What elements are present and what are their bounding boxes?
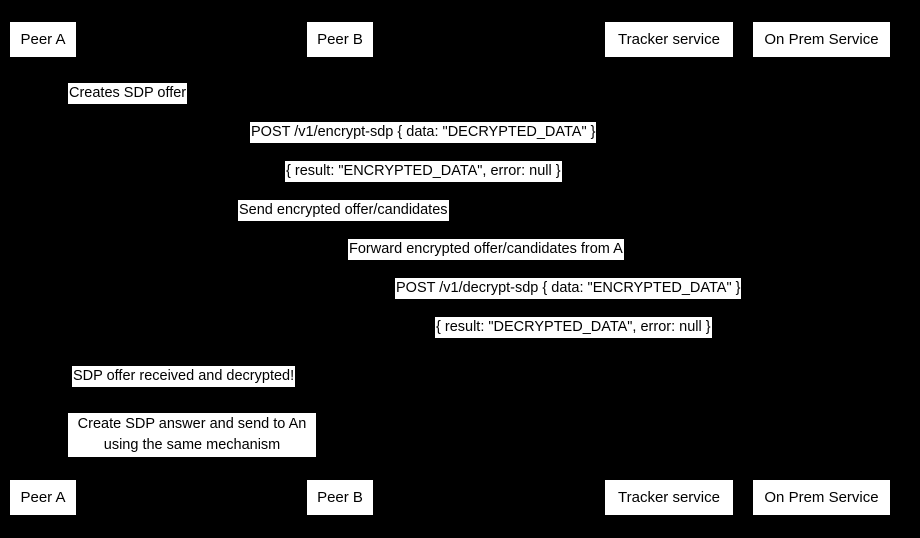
message-label-create-sdp-answer: Create SDP answer and send to An using t… — [68, 413, 316, 457]
message-label-post-decrypt-sdp: POST /v1/decrypt-sdp { data: "ENCRYPTED_… — [395, 278, 742, 299]
arrow-forward-encrypted-offer — [340, 261, 669, 262]
message-label-forward-encrypted-offer: Forward encrypted offer/candidates from … — [348, 239, 624, 260]
participant-label: Tracker service — [618, 31, 720, 48]
arrow-create-sdp-answer — [43, 457, 340, 458]
participant-header-top-peer-b[interactable]: Peer B — [307, 22, 373, 57]
participant-header-top-peer-a[interactable]: Peer A — [10, 22, 76, 57]
lifeline-peer-a — [43, 57, 44, 58]
arrow-creates-sdp-offer — [43, 104, 103, 105]
lifeline-on-prem-service — [821, 57, 822, 58]
participant-header-top-on-prem-service[interactable]: On Prem Service — [753, 22, 890, 57]
participant-label: Tracker service — [618, 489, 720, 506]
lifeline-tracker-service — [669, 57, 670, 58]
participant-label: Peer A — [20, 489, 66, 506]
participant-label: Peer A — [20, 31, 66, 48]
participant-label: Peer B — [317, 489, 363, 506]
message-label-create-sdp-answer-line-2: using the same mechanism — [103, 437, 281, 453]
message-label-encrypt-sdp-result: { result: "ENCRYPTED_DATA", error: null … — [285, 161, 562, 182]
participant-header-bottom-peer-b[interactable]: Peer B — [307, 480, 373, 515]
message-label-create-sdp-answer-line-1: Create SDP answer and send to An — [77, 416, 307, 432]
arrow-decrypt-sdp-result — [340, 339, 821, 340]
arrow-sdp-offer-received — [340, 388, 400, 389]
participant-header-bottom-peer-a[interactable]: Peer A — [10, 480, 76, 515]
participant-header-top-tracker-service[interactable]: Tracker service — [605, 22, 733, 57]
participant-label: Peer B — [317, 31, 363, 48]
arrow-post-decrypt-sdp — [340, 300, 821, 301]
message-label-sdp-offer-received: SDP offer received and decrypted! — [72, 366, 296, 387]
arrow-encrypt-sdp-result — [43, 183, 821, 184]
participant-header-bottom-on-prem-service[interactable]: On Prem Service — [753, 480, 890, 515]
message-label-decrypt-sdp-result: { result: "DECRYPTED_DATA", error: null … — [435, 317, 712, 338]
lifeline-peer-b — [340, 57, 341, 58]
message-label-send-encrypted-offer: Send encrypted offer/candidates — [238, 200, 449, 221]
arrow-post-encrypt-sdp — [43, 143, 821, 144]
message-label-creates-sdp-offer: Creates SDP offer — [68, 83, 188, 104]
participant-label: On Prem Service — [764, 489, 879, 506]
message-label-post-encrypt-sdp: POST /v1/encrypt-sdp { data: "DECRYPTED_… — [250, 122, 597, 143]
participant-label: On Prem Service — [764, 31, 879, 48]
participant-header-bottom-tracker-service[interactable]: Tracker service — [605, 480, 733, 515]
arrow-send-encrypted-offer — [43, 222, 669, 223]
